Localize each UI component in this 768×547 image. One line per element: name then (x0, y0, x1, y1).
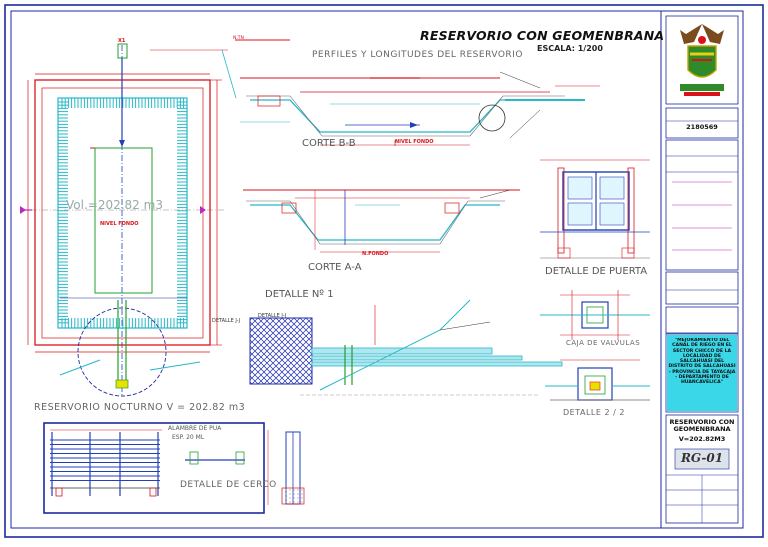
view-title-detail-2-2: DETALLE 2 / 2 (563, 408, 625, 417)
view-title-reservoir: RESERVORIO NOCTURNO V = 202.82 m3 (34, 402, 246, 413)
plan-volume: V=202.82M3 (678, 435, 726, 443)
view-title-profiles: PERFILES Y LONGITUDES DEL RESERVORIO (312, 50, 523, 60)
plan-code: RG-01 (680, 451, 724, 465)
door-detail (540, 159, 650, 259)
nivel-fondo-aa: N.FONDO (362, 251, 389, 257)
sheet-scale: ESCALA: 1/200 (537, 44, 603, 53)
project-code-number: 2180569 (686, 123, 718, 131)
detail-2-2 (545, 359, 650, 401)
view-title-detail-1: DETALLE Nº 1 (265, 289, 334, 300)
profile-bb (240, 71, 600, 146)
profile-aa (243, 189, 520, 253)
view-title-fence: DETALLE DE CERCO (180, 480, 277, 490)
nivel-fondo-bb: NIVEL FONDO (395, 139, 434, 145)
svg-text:N.TN: N.TN (233, 35, 244, 41)
view-title-cut-bb: CORTE B-B (302, 138, 356, 149)
view-title-detail-jj: DETALLE J-J (258, 313, 287, 319)
plan-title: RESERVORIO CON GEOMENBRANA (669, 418, 735, 434)
fence-wire-label: ALAMBRE DE PUA (168, 425, 222, 432)
view-title-cut-aa: CORTE A-A (308, 262, 362, 273)
sheet-title: RESERVORIO CON GEOMENBRANA (420, 28, 665, 43)
fence-detail (43, 422, 305, 514)
valve-box (540, 290, 650, 340)
project-description: "MEJORAMIENTO DEL CANAL DE RIEGO EN EL S… (668, 338, 736, 386)
fence-spacing-label: ESP. 20 ML (172, 434, 205, 441)
view-title-valve-box: CAJA DE VALVULAS (566, 339, 641, 347)
view-title-door: DETALLE DE PUERTA (545, 266, 648, 277)
title-block-frames (665, 15, 739, 524)
detail-1 (249, 299, 563, 396)
volume-label: Vol.=202.82 m3 (66, 198, 163, 212)
reservoir-plan: X1 N.TN (20, 35, 290, 397)
nivel-fondo-plan: NIVEL FONDO (100, 221, 139, 227)
svg-text:X1: X1 (118, 38, 126, 44)
view-title-detail-jj-plan: DETALLE J-J (212, 318, 241, 324)
municipal-crest-icon (680, 24, 724, 96)
